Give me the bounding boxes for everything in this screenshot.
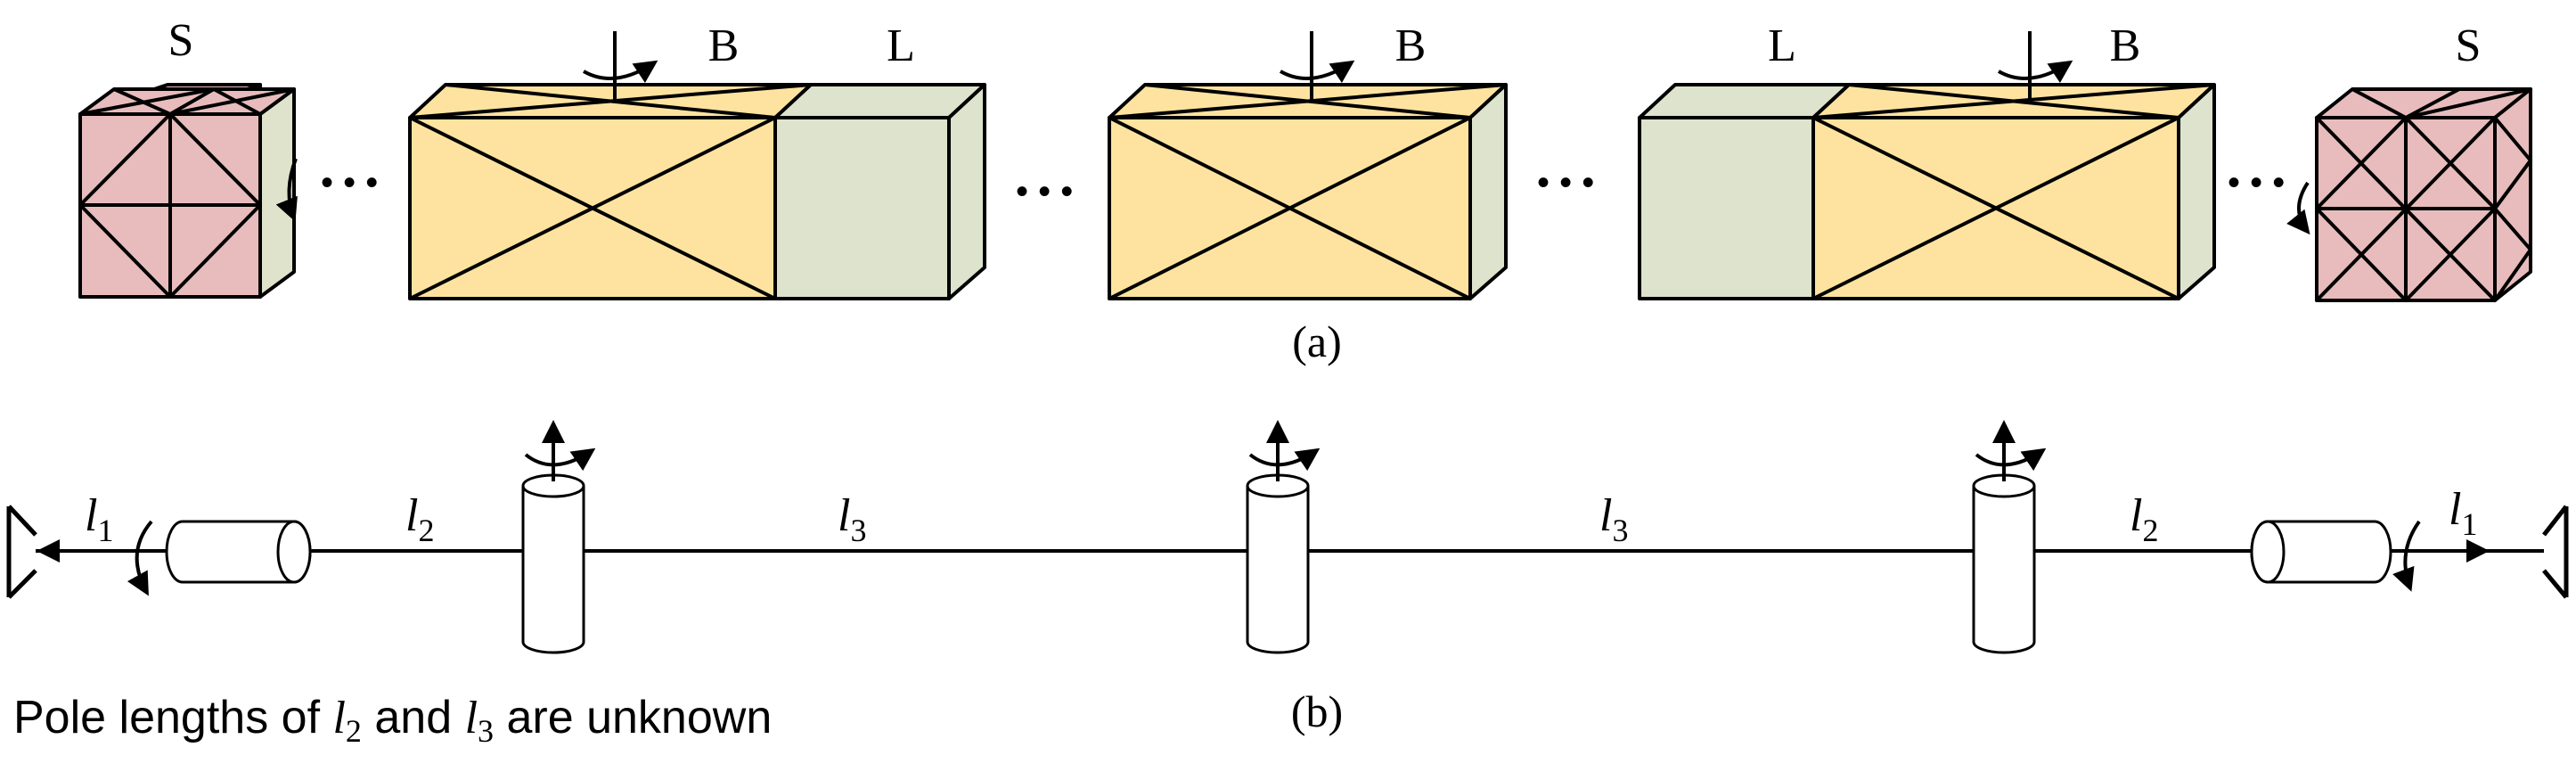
panel-b-caption: (b): [1291, 686, 1343, 736]
b-module-3: [1811, 83, 2216, 300]
vertical-joint-2: [1246, 473, 1310, 654]
pole-label-l2-right: l2: [2130, 490, 2158, 548]
l1-label: L: [887, 21, 915, 71]
s-right-label: S: [2456, 21, 2482, 71]
pole-label-l3-left: l3: [838, 490, 866, 548]
panel-a-caption: (a): [1292, 316, 1342, 366]
s-module-right: [2315, 87, 2532, 302]
b-module-2: [1108, 83, 1508, 300]
vertical-joint-1-axis-icon: [524, 420, 596, 481]
ellipsis-1: • • •: [321, 163, 378, 202]
vertical-joint-3-axis-icon: [1975, 420, 2047, 481]
pole-label-l1-right: l1: [2449, 484, 2477, 542]
panel-a: S • • • B L • • •: [78, 15, 2532, 366]
pole-label-l3-right: l3: [1599, 490, 1628, 548]
vertical-joint-1: [521, 473, 585, 654]
b3-label: B: [2110, 21, 2141, 71]
pole-label-l2-left: l2: [405, 490, 434, 548]
pole-label-l1-left: l1: [85, 490, 113, 548]
b2-rotation-axis-icon: [1280, 31, 1355, 100]
s-left-rotation-arrow-icon: [275, 158, 298, 222]
left-ground-mount-icon: [6, 505, 37, 599]
vertical-joint-2-axis-icon: [1248, 420, 1321, 481]
vertical-joint-3: [1972, 473, 2036, 654]
panel-b: l1 l2 l3 l3 l2 l1 (b): [6, 420, 2569, 736]
ellipsis-4: • • •: [2228, 163, 2285, 202]
s-right-rotation-arrow-icon: [2286, 181, 2310, 235]
pole-length-note: Pole lengths of l2 and l3 are unknown: [13, 692, 772, 749]
right-horizontal-joint: [2250, 520, 2392, 584]
b3-rotation-axis-icon: [1998, 31, 2073, 100]
ellipsis-3: • • •: [1537, 163, 1594, 202]
left-horizontal-joint: [165, 520, 312, 584]
b1-rotation-axis-icon: [583, 31, 658, 100]
b2-label: B: [1395, 21, 1427, 71]
l2-label: L: [1768, 21, 1796, 71]
left-joint-rotation-arrow-icon: [127, 520, 153, 596]
ellipsis-2: • • •: [1016, 172, 1073, 211]
s-module-left: [78, 83, 296, 299]
b1-label: B: [708, 21, 740, 71]
right-ground-mount-icon: [2542, 505, 2569, 599]
right-joint-rotation-arrow-icon: [2392, 520, 2421, 592]
s-left-label: S: [168, 15, 194, 66]
b-module-1: [408, 83, 813, 300]
l-module-1: [773, 83, 986, 300]
